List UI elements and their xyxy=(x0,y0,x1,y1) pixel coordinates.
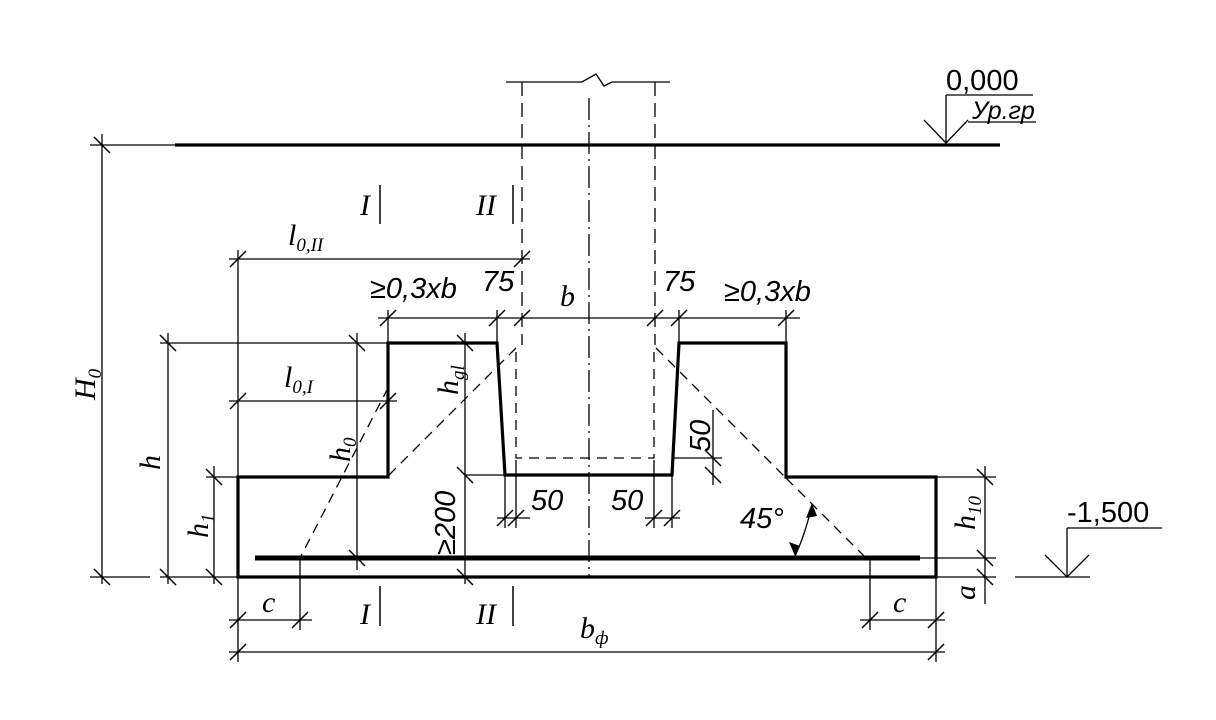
dim-l0I xyxy=(229,392,397,410)
section-marks xyxy=(379,185,514,626)
dim-h10-a xyxy=(920,466,996,604)
dim-ge03b-left: ≥0,3xb xyxy=(370,273,457,305)
dim-c-left xyxy=(229,558,312,662)
dim-l0I-label: l0,I xyxy=(284,361,315,398)
dim-l0II-label: l0,II xyxy=(288,219,325,256)
dim-l0II xyxy=(229,250,531,477)
dim-bf-label: bф xyxy=(580,612,609,649)
punching-lines xyxy=(299,347,867,559)
base-level-value: -1,500 xyxy=(1067,497,1149,529)
ground-level-value: 0,000 xyxy=(946,65,1019,97)
dim-c-right xyxy=(860,558,945,662)
dim-50-vertical xyxy=(672,410,722,485)
dim-h10-label: h10 xyxy=(949,496,986,531)
section-I-bottom: I xyxy=(359,598,372,631)
ground-level-label: Ур.гр xyxy=(971,97,1035,125)
dim-a-label: a xyxy=(949,585,982,600)
dim-50-right-label: 50 xyxy=(611,485,643,517)
angle-label: 45° xyxy=(740,503,784,535)
dim-h1 xyxy=(205,466,238,586)
dim-ge03b-right: ≥0,3xb xyxy=(724,276,811,308)
dim-75-right: 75 xyxy=(663,266,696,298)
dim-b-label: b xyxy=(560,280,575,313)
dim-h0 xyxy=(348,333,366,570)
dim-top-chain xyxy=(378,309,800,343)
section-II-bottom: II xyxy=(475,598,498,631)
angle-arc xyxy=(789,503,817,557)
dim-50-left-label: 50 xyxy=(531,485,563,517)
dim-c-right-label: c xyxy=(893,586,906,619)
socket-hidden-lines xyxy=(515,352,655,459)
dim-h-label: h xyxy=(134,455,167,470)
dim-hgl-label: hgl xyxy=(432,365,469,395)
dim-50-vertical-label: 50 xyxy=(685,420,717,452)
dim-h1-label: h1 xyxy=(182,514,219,539)
section-II-top: II xyxy=(475,189,498,222)
column-outline xyxy=(506,73,670,345)
dim-h0-label: h0 xyxy=(324,437,361,462)
base-level-mark xyxy=(1015,527,1162,578)
dim-hgl xyxy=(456,333,505,586)
dim-75-left: 75 xyxy=(482,266,515,298)
dim-h xyxy=(159,333,388,586)
dim-50-left xyxy=(496,460,530,528)
dim-ge200-label: ≥200 xyxy=(430,491,462,555)
dim-50-right xyxy=(645,460,681,528)
section-I-top: I xyxy=(359,189,372,222)
dim-H0-label: H0 xyxy=(69,368,106,401)
dim-c-left-label: c xyxy=(262,586,275,619)
dim-H0 xyxy=(90,134,180,586)
dim-bf xyxy=(229,643,945,661)
ground-level-mark xyxy=(923,94,1036,144)
